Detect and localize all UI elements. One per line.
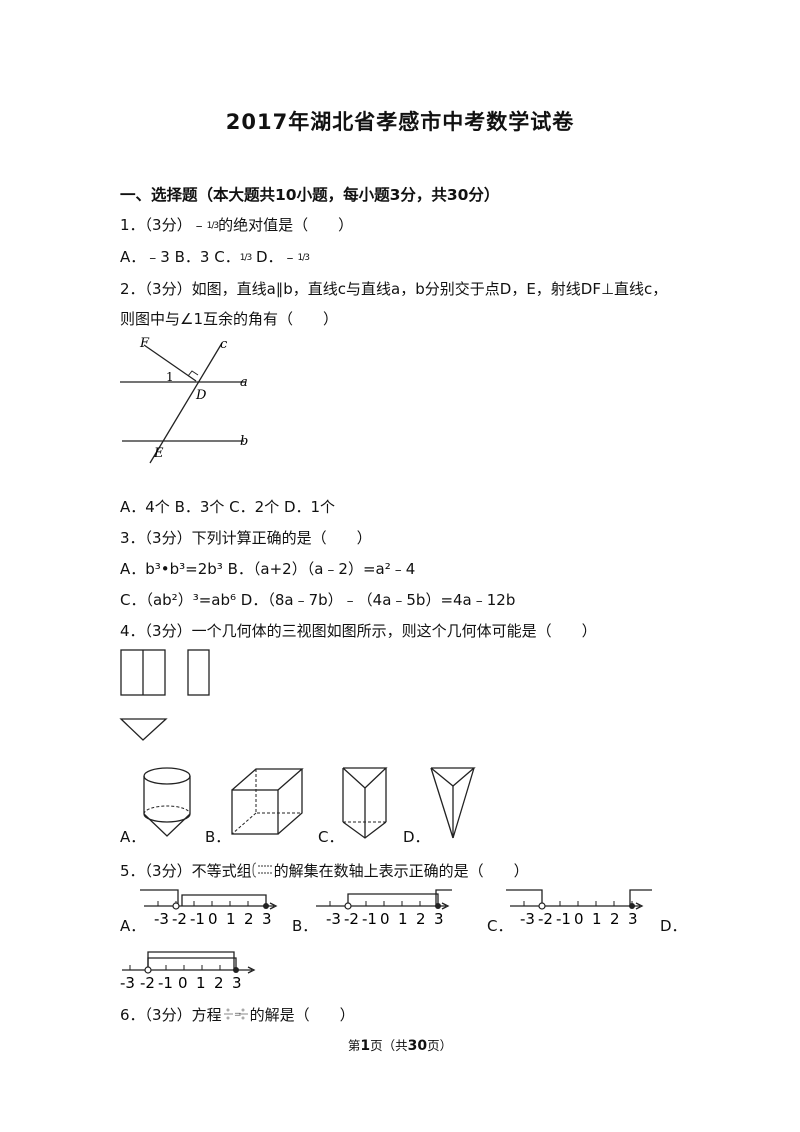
- tick-label: -1: [190, 910, 205, 928]
- q1-option-b: B．3: [174, 248, 210, 266]
- tick-label: -1: [556, 910, 571, 928]
- tick-label: -2: [172, 910, 187, 928]
- tick-label: 0: [208, 910, 218, 928]
- q4-option-d-pyramid: [430, 767, 476, 839]
- tick-label: 3: [232, 974, 242, 992]
- tick-label: 3: [262, 910, 272, 928]
- tick-label: -3: [120, 974, 135, 992]
- q5-option-a-number-line: -3 -2 -1 0 1 2 3: [140, 889, 278, 928]
- page-footer: 第1页（共30页）: [0, 1035, 800, 1054]
- question-1-options: A．﹣3 B．3 C．1/3 D．﹣1/3: [120, 246, 311, 267]
- page-title: 2017年湖北省孝感市中考数学试卷: [225, 110, 575, 134]
- q6-equation-icon: =: [223, 1008, 248, 1020]
- q4-option-a-label: A．: [120, 828, 146, 846]
- q4-option-d-label: D．: [403, 828, 430, 846]
- footer-page-number: 1: [360, 1038, 371, 1054]
- tick-label: 2: [244, 910, 254, 928]
- question-5-stem: 5．（3分）不等式组 的解集在数轴上表示正确的是（ ）: [120, 860, 529, 881]
- tick-label: 0: [574, 910, 584, 928]
- q1-option-d-fraction: 1/3: [297, 253, 311, 263]
- q3-option-a: A．b³•b³=2b³: [120, 560, 223, 578]
- question-3-options-row1: A．b³•b³=2b³ B．（a+2）（a﹣2）=a²﹣4: [120, 558, 415, 579]
- tick-label: -3: [326, 910, 341, 928]
- q4-option-c-triangular-prism: [342, 767, 388, 839]
- question-1-stem: 1．（3分）﹣1/3的绝对值是（ ）: [120, 214, 353, 235]
- question-2-stem-line2: 则图中与∠1互余的角有（ ）: [120, 310, 338, 328]
- label-c: c: [220, 337, 228, 352]
- q5-option-a-label: A．: [120, 917, 146, 935]
- q4-three-views-figure: [119, 649, 210, 741]
- q1-option-d: D．﹣: [255, 248, 298, 266]
- q3-option-b: B．（a+2）（a﹣2）=a²﹣4: [227, 560, 416, 578]
- q5-option-b-number-line: -3 -2 -1 0 1 2 3: [316, 889, 452, 928]
- q1-stem-text: 1．（3分）﹣: [120, 216, 207, 234]
- tick-label: -3: [154, 910, 169, 928]
- section-heading: 一、选择题（本大题共10小题，每小题3分，共30分）: [120, 186, 500, 204]
- tick-label: 1: [196, 974, 206, 992]
- q3-option-c: C．（ab²）³=ab⁶: [120, 591, 237, 609]
- label-a: a: [240, 375, 248, 390]
- tick-label: -2: [538, 910, 553, 928]
- question-6-stem: 6．（3分）方程 = 的解是（ ）: [120, 1004, 355, 1025]
- question-3-options-row2: C．（ab²）³=ab⁶ D．（8a﹣7b）﹣（4a﹣5b）=4a﹣12b: [120, 589, 515, 610]
- q5-inequality-system-icon: [252, 862, 272, 878]
- q4-option-a-cylinder-cone: [143, 767, 191, 837]
- footer-total-pages: 30: [407, 1038, 428, 1054]
- tick-label: 0: [178, 974, 188, 992]
- tick-label: -2: [140, 974, 155, 992]
- tick-label: -1: [158, 974, 173, 992]
- q4-option-b-cube: [231, 768, 304, 835]
- tick-label: 2: [610, 910, 620, 928]
- tick-label: -1: [362, 910, 377, 928]
- q5-option-c-number-line: -3 -2 -1 0 1 2 3: [506, 889, 652, 928]
- tick-label: 1: [398, 910, 408, 928]
- label-E: E: [153, 446, 164, 461]
- q1-option-c: C．: [214, 248, 240, 266]
- q1-fraction: 1/3: [206, 221, 220, 231]
- q4-option-c-label: C．: [318, 828, 344, 846]
- q6-stem-text: 6．（3分）方程: [120, 1006, 222, 1024]
- q5-option-b-label: B．: [292, 917, 318, 935]
- label-F: F: [139, 336, 150, 351]
- question-4-stem: 4．（3分）一个几何体的三视图如图所示，则这个几何体可能是（ ）: [120, 622, 597, 640]
- question-2-options: A．4个 B．3个 C．2个 D．1个: [120, 498, 336, 516]
- tick-label: 1: [226, 910, 236, 928]
- tick-label: 2: [214, 974, 224, 992]
- svg-text:=: =: [234, 1010, 242, 1020]
- tick-label: 1: [592, 910, 602, 928]
- q1-stem-text-end: 的绝对值是（ ）: [218, 216, 354, 234]
- q5-stem-text-end: 的解集在数轴上表示正确的是（ ）: [273, 862, 529, 880]
- tick-label: 3: [434, 910, 444, 928]
- tick-label: -3: [520, 910, 535, 928]
- label-D: D: [195, 388, 207, 403]
- label-1: 1: [166, 370, 174, 384]
- tick-label: 0: [380, 910, 390, 928]
- q1-option-a: A．﹣3: [120, 248, 170, 266]
- q1-option-c-fraction: 1/3: [239, 253, 253, 263]
- q5-option-c-label: C．: [487, 917, 513, 935]
- label-b: b: [240, 434, 248, 449]
- q5-option-d-label: D．: [660, 917, 687, 935]
- tick-label: 3: [628, 910, 638, 928]
- tick-label: 2: [416, 910, 426, 928]
- q6-stem-text-end: 的解是（ ）: [249, 1006, 355, 1024]
- footer-post: 页）: [427, 1038, 453, 1053]
- footer-pre: 第: [347, 1038, 361, 1053]
- q2-parallel-lines-figure: F c 1 a D b E: [120, 336, 248, 464]
- tick-label: -2: [344, 910, 359, 928]
- q5-stem-text: 5．（3分）不等式组: [120, 862, 252, 880]
- question-2-stem-line1: 2．（3分）如图，直线a∥b，直线c与直线a，b分别交于点D，E，射线DF⊥直线…: [120, 280, 668, 298]
- question-3-stem: 3．（3分）下列计算正确的是（ ）: [120, 529, 372, 547]
- q5-option-d-number-line: -3 -2 -1 0 1 2 3: [120, 951, 256, 992]
- q4-option-b-label: B．: [205, 828, 231, 846]
- footer-mid: 页（共: [370, 1038, 408, 1053]
- q3-option-d: D．（8a﹣7b）﹣（4a﹣5b）=4a﹣12b: [240, 591, 516, 609]
